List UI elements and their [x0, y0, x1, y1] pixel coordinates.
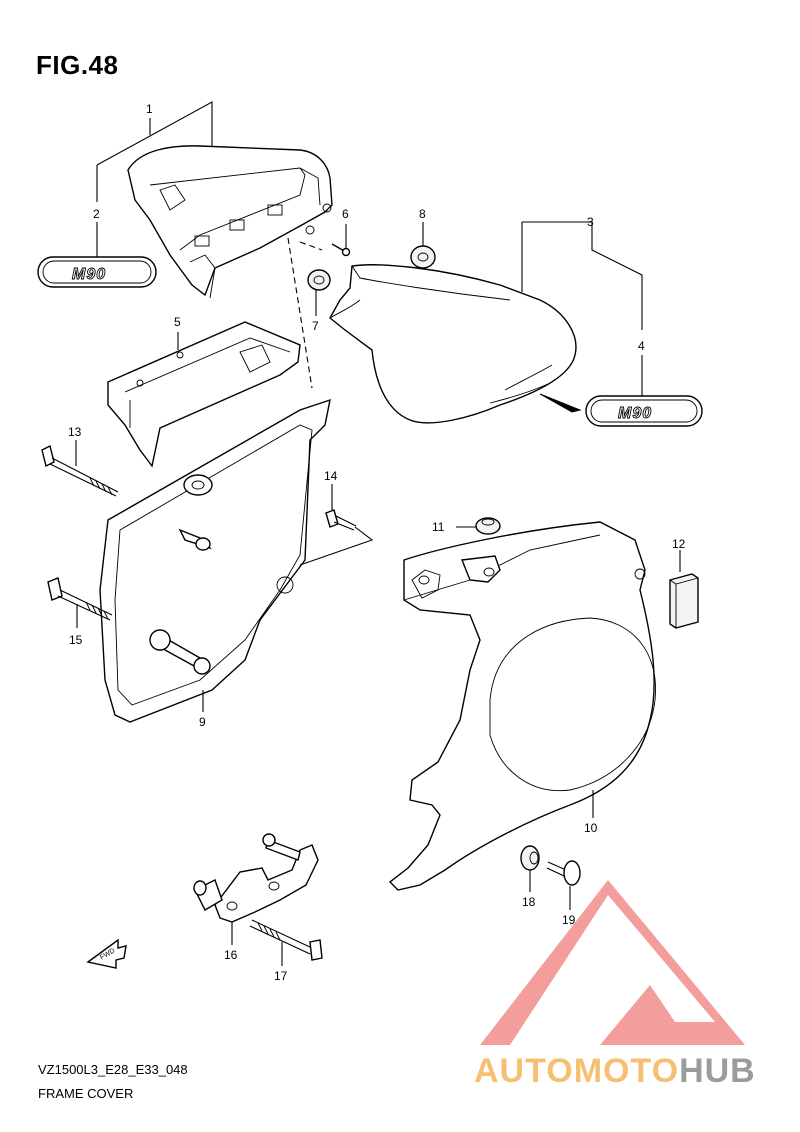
inner-frame-plate [99, 398, 331, 723]
leader-lines [75, 101, 681, 966]
cover-bracket [107, 321, 301, 468]
part-label-6: 6 [342, 207, 349, 221]
bolt-19 [546, 860, 581, 886]
emblem-text-left: M90 [72, 266, 106, 283]
grommet-11 [475, 517, 501, 535]
part-label-2: 2 [93, 207, 100, 221]
svg-text:AUTOMOTOHUB: AUTOMOTOHUB [474, 1052, 756, 1090]
m90-emblem-left: M90 [37, 256, 157, 288]
watermark-text-hub: HUB [679, 1052, 756, 1090]
section-name: FRAME COVER [38, 1086, 134, 1101]
figure-title: FIG.48 [36, 50, 119, 80]
emblem-text-right: M90 [618, 405, 652, 422]
grommet-7 [307, 269, 331, 291]
watermark-triangle-icon [480, 880, 745, 1045]
part-label-11: 11 [432, 520, 445, 534]
grommet-18 [520, 845, 540, 871]
part-label-13: 13 [68, 425, 82, 439]
model-code: VZ1500L3_E28_E33_048 [38, 1062, 188, 1077]
part-label-3: 3 [587, 215, 594, 229]
part-label-19: 19 [562, 913, 576, 927]
m90-emblem-right: M90 [539, 393, 703, 427]
part-label-17: 17 [274, 969, 288, 983]
bolt-15 [47, 577, 113, 621]
grommet-8 [410, 245, 436, 269]
part-label-15: 15 [69, 633, 83, 647]
mount-bracket-16 [193, 833, 319, 923]
part-label-12: 12 [672, 537, 686, 551]
right-frame-cover [329, 264, 577, 424]
automotohub-watermark: AUTOMOTOHUB [474, 880, 756, 1090]
part-label-10: 10 [584, 821, 598, 835]
left-frame-cover-upper [127, 145, 333, 299]
part-label-8: 8 [419, 207, 426, 221]
lower-frame-cover [388, 521, 656, 891]
part-label-7: 7 [312, 319, 319, 333]
part-label-5: 5 [174, 315, 181, 329]
part-label-9: 9 [199, 715, 206, 729]
watermark-text-automoto: AUTOMOTO [474, 1052, 679, 1090]
part-number-labels: 1 2 3 4 5 6 7 8 9 10 11 12 13 14 15 16 1… [68, 102, 686, 983]
fwd-arrow-icon: FWD [86, 938, 127, 969]
part-label-14: 14 [324, 469, 338, 483]
bolt-13 [41, 444, 119, 497]
screw-6 [331, 243, 351, 257]
bolt-14 [325, 509, 357, 531]
part-label-16: 16 [224, 948, 238, 962]
part-label-4: 4 [638, 339, 645, 353]
part-label-1: 1 [146, 102, 153, 116]
cushion-pad-12 [669, 573, 699, 629]
part-label-18: 18 [522, 895, 536, 909]
bolt-17 [249, 919, 323, 961]
